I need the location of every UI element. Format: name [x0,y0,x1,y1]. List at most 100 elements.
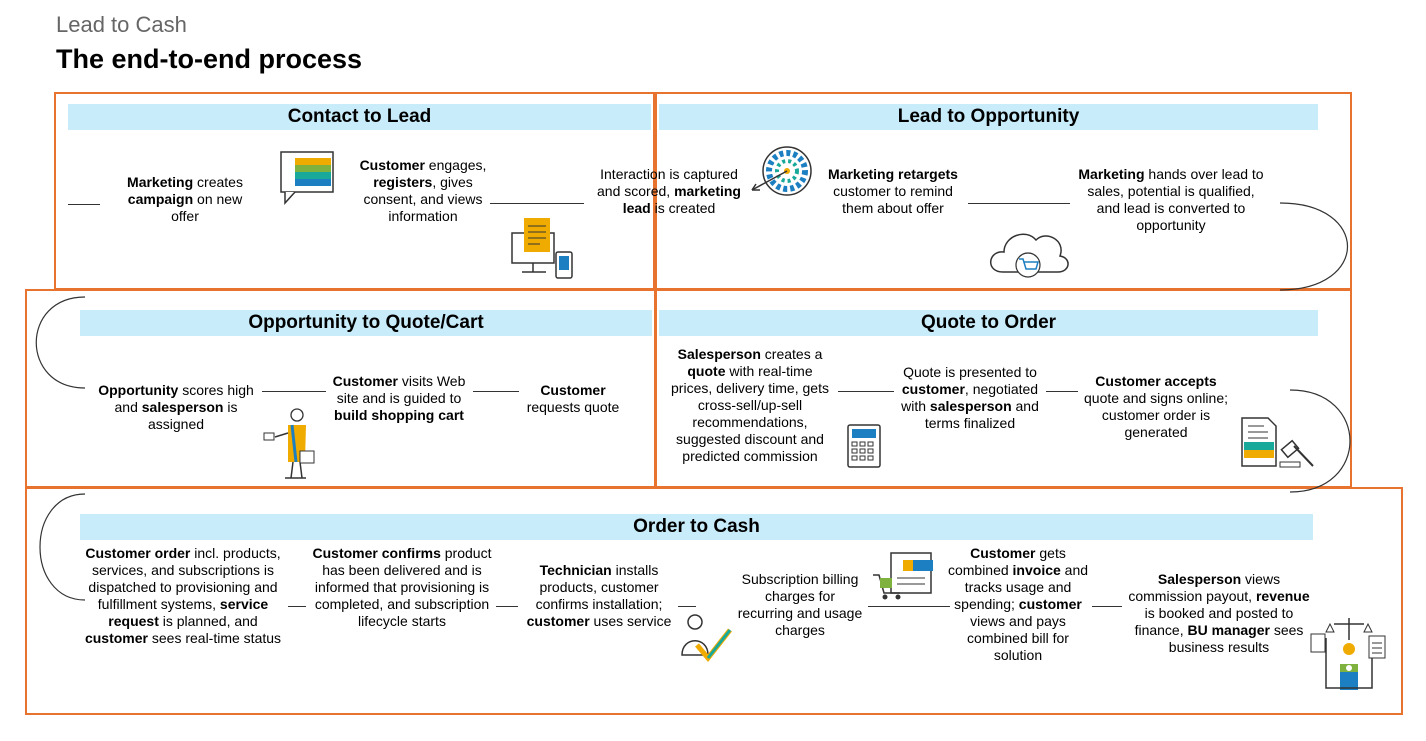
connector-line [496,606,518,607]
person-shopping-bag-icon [263,408,315,479]
step-emphasis: Customer [332,373,398,389]
step-emphasis: Customer [970,545,1036,561]
step-emphasis: Customer [540,382,606,398]
step-text: Customer requests quote [524,382,622,416]
step-emphasis: Marketing [1078,166,1145,182]
calculator-icon [847,424,881,468]
connector-curve-1 [1279,202,1348,291]
connector-line [838,391,894,392]
step-emphasis: quote [687,363,726,379]
step-segment: sees real-time status [147,630,282,646]
step-emphasis: customer [901,381,965,397]
page-title: The end-to-end process [56,44,363,74]
step-text: Opportunity scores high and salesperson … [96,382,256,433]
step-emphasis: invoice [1012,562,1061,578]
stage-header-opportunity-to-quote: Opportunity to Quote/Cart [80,310,652,336]
step-segment: incl. products, services, and subscripti… [88,545,281,612]
step-text: Interaction is captured and scored, mark… [592,166,746,217]
step-segment: on new offer [171,191,243,224]
connector-line [868,606,950,607]
step-emphasis: Salesperson [677,346,761,362]
chat-screen-icon [280,151,334,205]
step-text: Salesperson creates a quote with real-ti… [666,346,834,465]
step-segment: is booked and posted to finance, [1134,605,1294,638]
step-text: Salesperson views commission payout, rev… [1128,571,1310,656]
step-segment: engages, [424,157,487,173]
step-segment: Subscription billing charges for recurri… [737,571,863,638]
supertitle: Lead to Cash [56,12,187,37]
step-segment: uses service [589,613,672,629]
step-emphasis: campaign [127,191,194,207]
connector-line [473,391,519,392]
connector-line [678,606,696,607]
step-segment: product has been delivered and is inform… [314,545,492,629]
step-segment: creates [193,174,243,190]
step-segment: requests quote [526,399,620,415]
step-text: Technician installs products, customer c… [524,562,674,630]
connector-line [1046,391,1078,392]
step-segment: scores high and [114,382,254,415]
connector-line [68,204,100,205]
step-emphasis: Marketing [127,174,194,190]
stage-header-order-to-cash: Order to Cash [80,514,1313,540]
step-emphasis: Salesperson [1157,571,1242,587]
step-text: Customer engages, registers, gives conse… [358,157,488,225]
step-segment: creates a [760,346,823,362]
step-emphasis: revenue [1255,588,1310,604]
target-dartboard-icon [751,146,812,196]
step-segment: views commission payout, [1128,571,1281,604]
step-text: Quote is presented to customer, negotiat… [898,364,1042,432]
step-text: Subscription billing charges for recurri… [736,571,864,639]
step-emphasis: registers [373,174,433,190]
connector-line [288,606,306,607]
step-segment: visits Web site and is guided to [336,373,466,406]
step-segment: , gives consent, and views information [363,174,483,224]
step-emphasis: salesperson [141,399,224,415]
step-text: Marketing hands over lead to sales, pote… [1076,166,1266,234]
step-segment: views and pays combined bill for solutio… [967,613,1069,663]
step-segment: is planned, and [158,613,258,629]
step-emphasis: salesperson [929,398,1012,414]
step-emphasis: service request [108,596,269,629]
step-emphasis: Customer [359,157,425,173]
step-emphasis: marketing lead [622,183,741,216]
step-emphasis: customer [84,630,148,646]
step-emphasis: Marketing retargets [828,166,958,182]
step-text: Customer confirms product has been deliv… [312,545,492,630]
stage-box-order-to-cash [25,487,1403,715]
invoice-cart-icon [873,552,933,600]
step-segment: hands over lead to sales, potential is q… [1087,166,1264,233]
step-emphasis: Customer order [85,545,191,561]
desktop-mobile-icon [511,218,573,279]
step-emphasis: Technician [539,562,612,578]
finance-scales-icon [1310,618,1386,690]
stage-header-contact-to-lead: Contact to Lead [68,104,651,130]
step-segment: customer to remind them about offer [833,183,953,216]
step-emphasis: customer [1018,596,1082,612]
connector-curve-4 [39,493,86,601]
step-emphasis: build shopping cart [334,407,464,423]
step-emphasis: customer [526,613,590,629]
step-text: Marketing creates campaign on new offer [114,174,256,225]
connector-curve-3 [1289,389,1351,493]
step-segment: and tracks usage and spending; [954,562,1089,612]
cloud-cart-icon [990,233,1069,278]
step-emphasis: Customer accepts [1095,373,1217,389]
step-segment: , negotiated with [901,381,1039,414]
step-segment: with real-time prices, delivery time, ge… [671,363,829,464]
step-segment: is assigned [147,399,238,432]
step-text: Marketing retargets customer to remind t… [822,166,964,217]
step-emphasis: BU manager [1187,622,1270,638]
step-text: Customer accepts quote and signs online;… [1082,373,1230,441]
connector-line [1092,606,1122,607]
step-segment: and terms finalized [924,398,1039,431]
connector-line [262,391,326,392]
step-text: Customer gets combined invoice and track… [946,545,1090,664]
connector-line [968,203,1070,204]
step-segment: sees business results [1168,622,1304,655]
step-segment: quote and signs online; customer order i… [1084,390,1228,440]
step-segment: Interaction is captured and scored, [597,166,738,199]
contract-gavel-icon [1241,417,1314,468]
step-text: Customer visits Web site and is guided t… [330,373,468,424]
